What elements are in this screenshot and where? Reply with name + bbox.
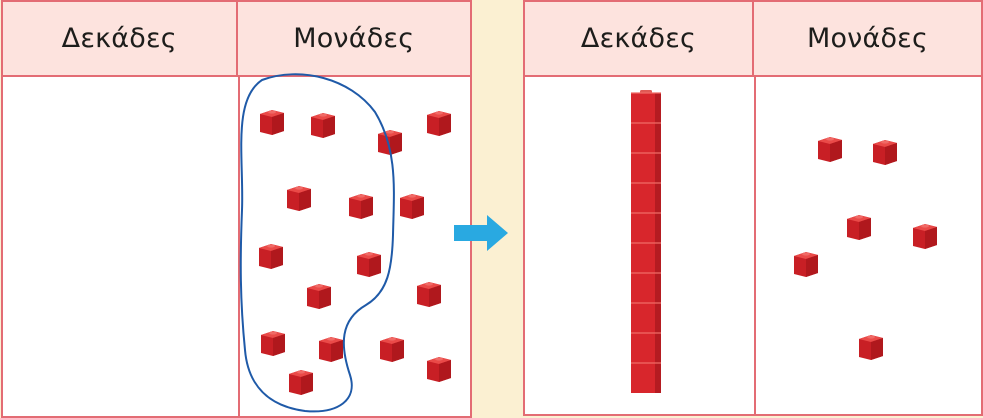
unit-cube-icon bbox=[427, 111, 451, 136]
column-divider bbox=[754, 75, 756, 414]
tens-column-header: Δεκάδες bbox=[61, 23, 177, 54]
units-column-header: Μονάδες bbox=[752, 2, 981, 75]
arrow-right-icon bbox=[454, 215, 508, 251]
units-column-header: Μονάδες bbox=[235, 2, 471, 75]
unit-cube-icon bbox=[847, 215, 871, 240]
unit-cube-icon bbox=[417, 282, 441, 307]
unit-cube-icon bbox=[311, 113, 335, 138]
column-divider bbox=[238, 75, 240, 416]
table-header: Δεκάδες Μονάδες bbox=[3, 2, 470, 77]
unit-cube-icon bbox=[378, 130, 402, 155]
tens-column-header: Δεκάδες bbox=[580, 23, 697, 54]
unit-cube-icon bbox=[319, 337, 343, 362]
unit-cube-icon bbox=[260, 110, 284, 135]
table-header: Δεκάδες Μονάδες bbox=[525, 2, 981, 77]
unit-cube-icon bbox=[261, 331, 285, 356]
unit-cube-icon bbox=[427, 357, 451, 382]
unit-cube-icon bbox=[859, 335, 883, 360]
unit-cube-icon bbox=[349, 194, 373, 219]
ten-rod-icon bbox=[631, 90, 661, 393]
unit-cube-icon bbox=[307, 284, 331, 309]
unit-cube-icon bbox=[794, 252, 818, 277]
unit-cube-icon bbox=[873, 140, 897, 165]
place-value-table-after: Δεκάδες Μονάδες bbox=[523, 0, 983, 416]
grouping-loop bbox=[239, 73, 395, 413]
unit-cube-icon bbox=[287, 186, 311, 211]
unit-cube-icon bbox=[818, 137, 842, 162]
unit-cube-icon bbox=[289, 370, 313, 395]
unit-cube-icon bbox=[259, 244, 283, 269]
unit-cube-icon bbox=[357, 252, 381, 277]
unit-cube-icon bbox=[913, 224, 937, 249]
unit-cube-icon bbox=[380, 337, 404, 362]
unit-cube-icon bbox=[400, 194, 424, 219]
